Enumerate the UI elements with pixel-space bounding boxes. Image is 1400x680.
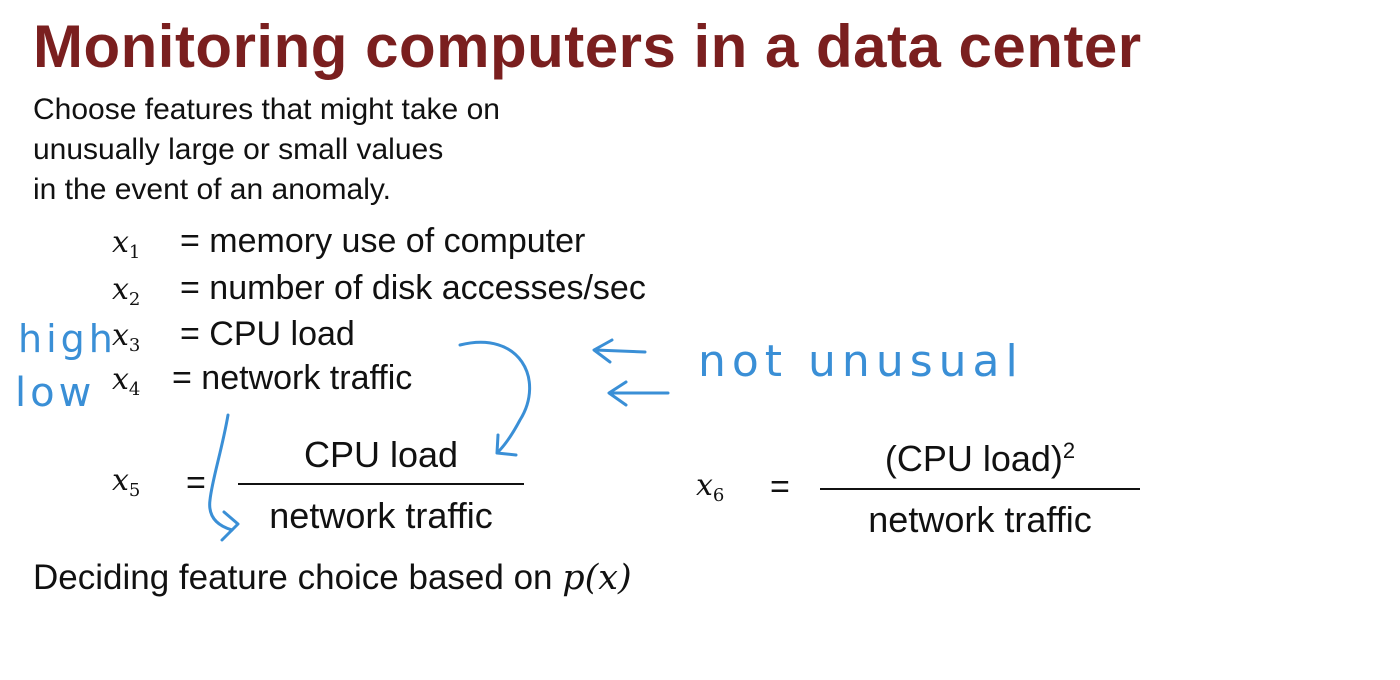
arrowhead-left-1-icon — [592, 338, 614, 364]
x6-fraction-bar — [820, 488, 1140, 490]
feature-var-x6: x6 — [696, 468, 725, 506]
arrow-cpu-to-numerator-icon — [458, 340, 532, 454]
x5-equals: = — [186, 464, 206, 502]
annotation-high: high — [18, 317, 117, 361]
slide-title: Monitoring computers in a data center — [33, 13, 1142, 80]
intro-line-1: Choose features that might take on — [33, 93, 500, 126]
feature-var-x4: x4 — [112, 362, 141, 400]
feature-text-x1: = memory use of computer — [180, 222, 586, 260]
feature-var-x5: x5 — [112, 463, 141, 501]
annotation-not-unusual: not unusual — [698, 336, 1024, 387]
intro-line-3: in the event of an anomaly. — [33, 173, 392, 206]
x6-denominator: network traffic — [868, 499, 1092, 540]
x5-numerator: CPU load — [303, 434, 459, 475]
x5-fraction-bar — [238, 483, 524, 485]
annotation-low: low — [15, 370, 96, 416]
feature-var-x3: x3 — [112, 318, 141, 356]
feature-text-x3: = CPU load — [180, 315, 355, 353]
arrow-network-to-denominator-icon — [208, 413, 234, 532]
arrowhead-denominator-icon — [220, 510, 240, 542]
feature-text-x2: = number of disk accesses/sec — [180, 269, 646, 307]
x5-denominator: network traffic — [269, 495, 493, 536]
feature-var-x2: x2 — [112, 272, 141, 310]
feature-var-x1: x1 — [112, 225, 141, 263]
footer-text: Deciding feature choice based on p(x) — [33, 558, 632, 598]
arrowhead-left-2-icon — [607, 380, 628, 407]
x6-numerator: (CPU load)2 — [884, 438, 1076, 479]
arrow-left-1-icon — [593, 348, 647, 354]
x6-equals: = — [770, 468, 790, 506]
arrowhead-numerator-icon — [495, 433, 518, 457]
feature-text-x4: = network traffic — [172, 359, 413, 397]
intro-line-2: unusually large or small values — [33, 133, 444, 166]
